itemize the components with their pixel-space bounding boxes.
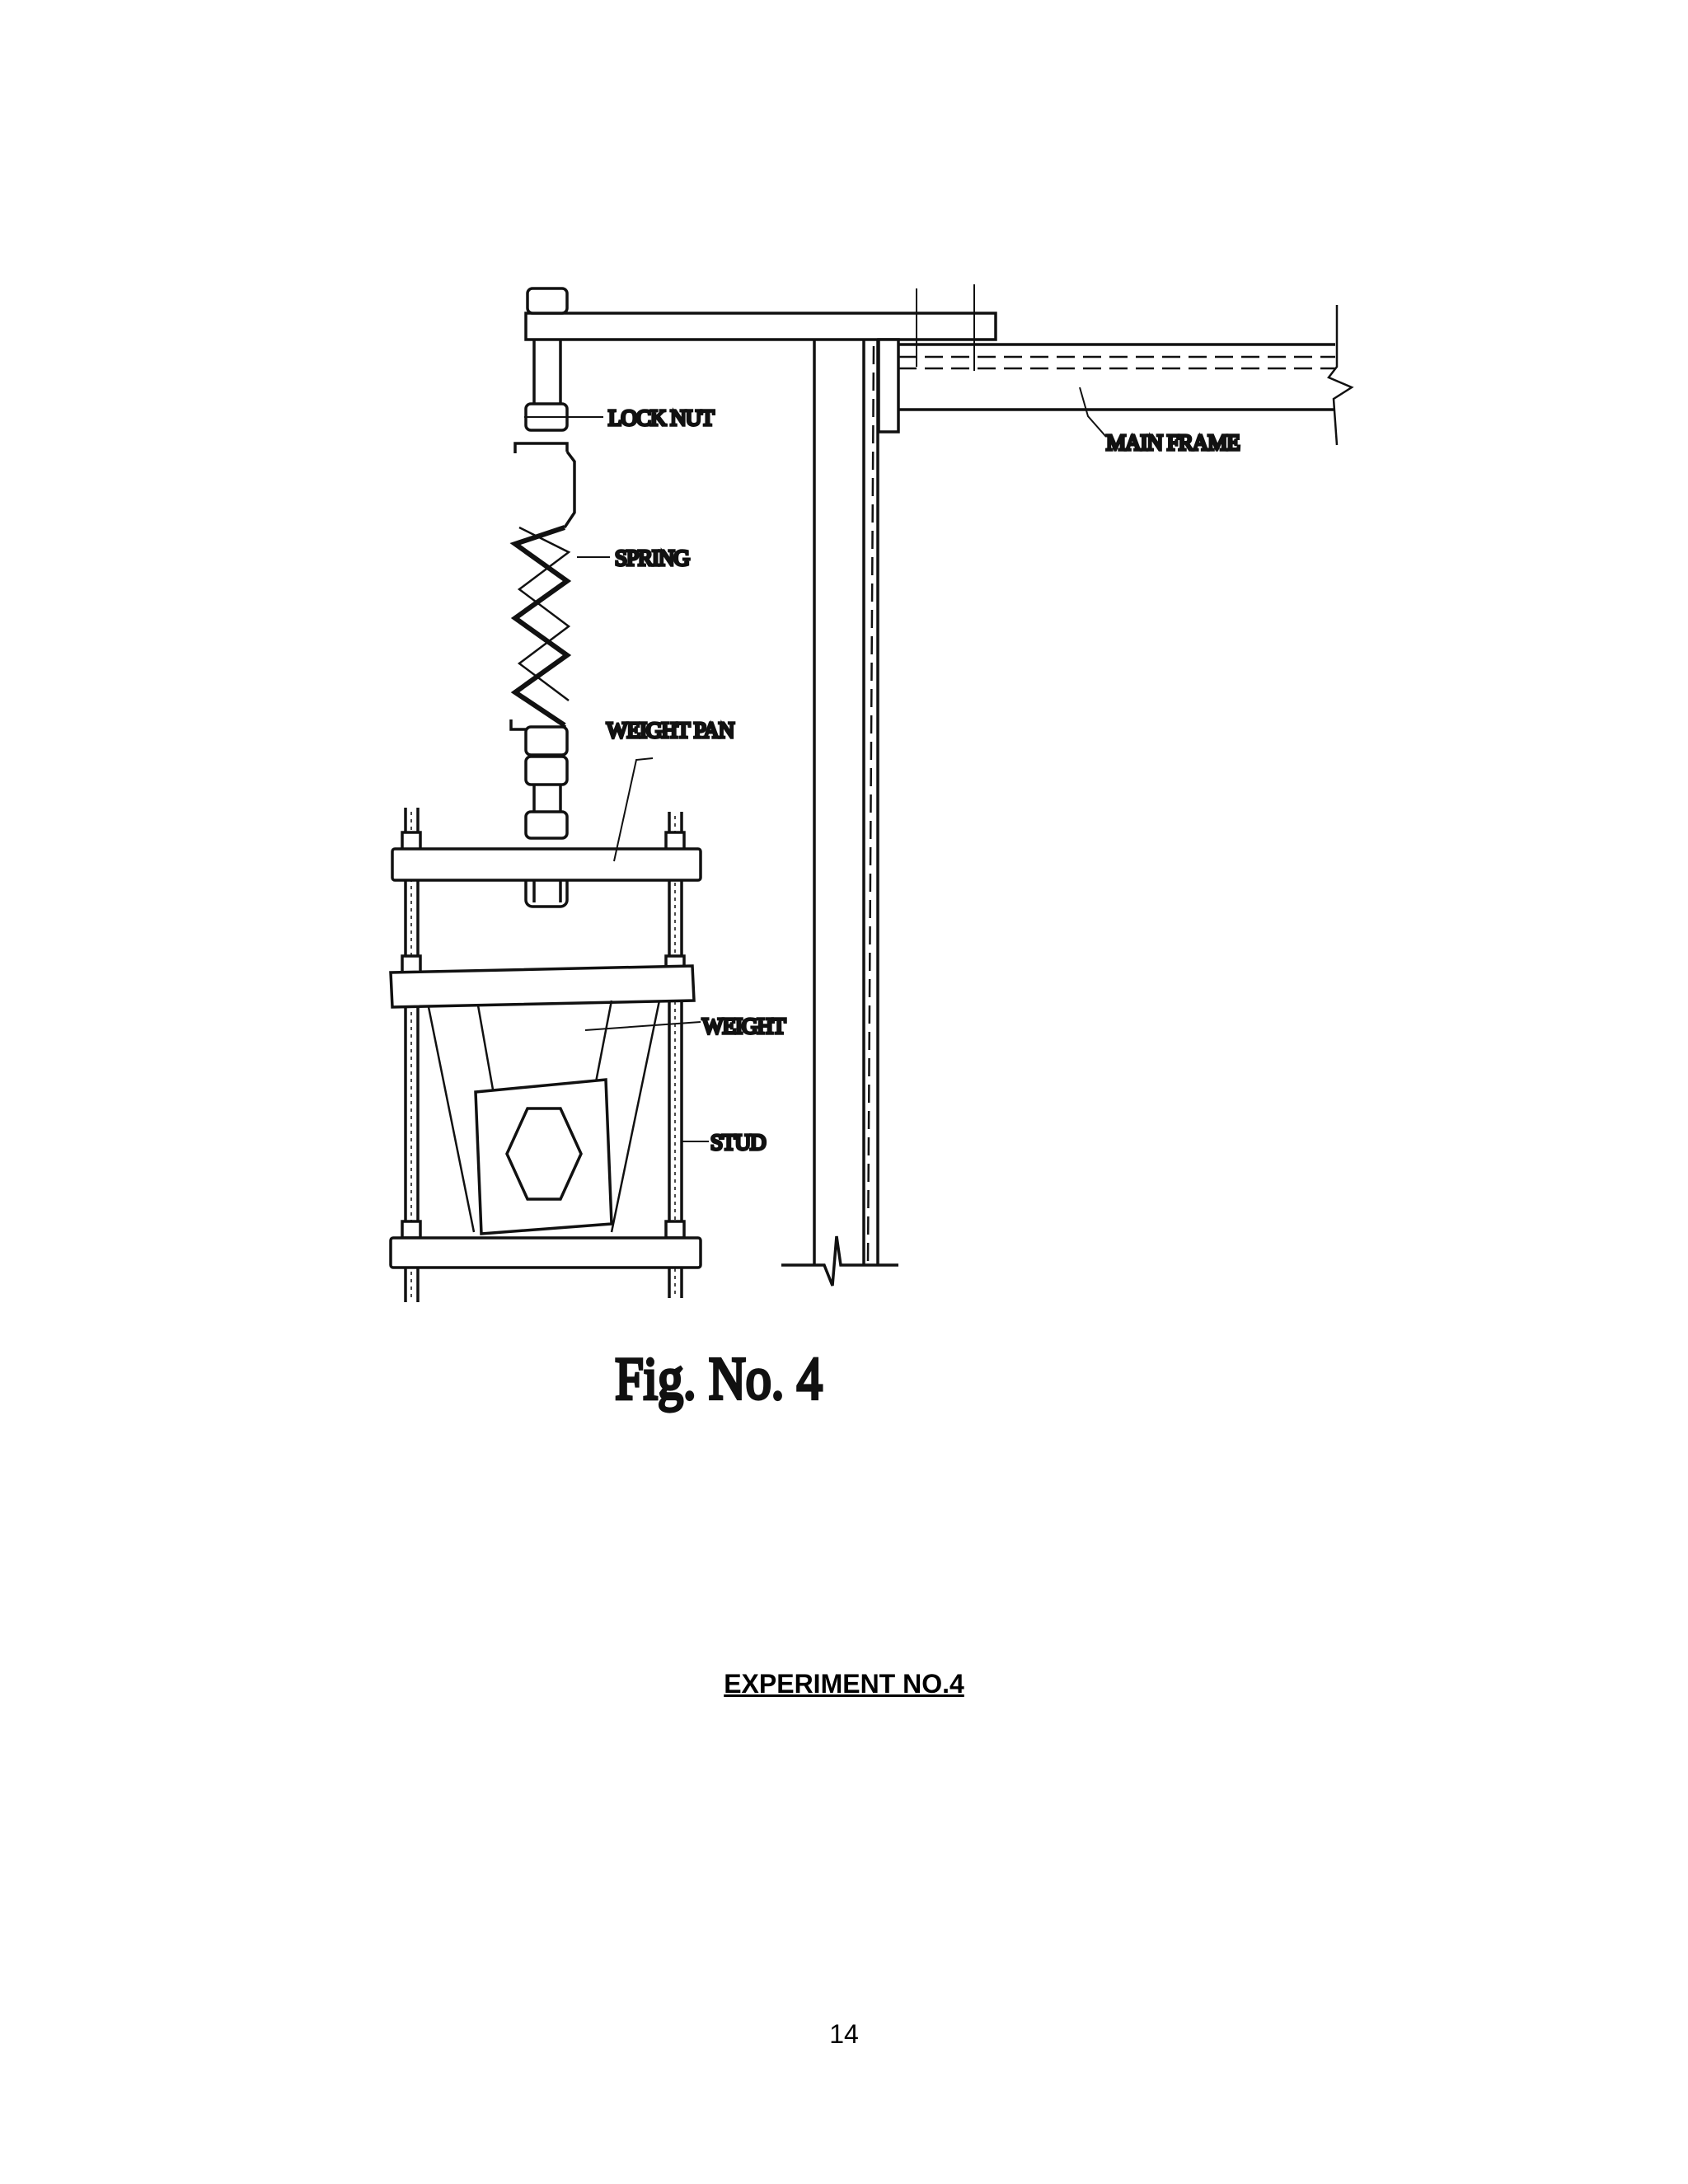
label-weight: WEIGHT [702,1014,786,1038]
vertical-column [781,338,898,1286]
label-spring: SPRING [615,546,690,570]
spring-mass-figure: LOCK NUT SPRING WEIGHT PAN WEIGHT STUD M… [389,284,1354,1413]
label-weight-pan: WEIGHT PAN [607,718,734,743]
leader-lines [567,387,1107,1142]
page-number: 14 [829,2019,859,2049]
weight-pan-assembly [389,808,702,1302]
experiment-heading: EXPERIMENT NO.4 [724,1669,964,1699]
spring-assembly [509,287,576,908]
figure-caption: Fig. No. 4 [615,1345,822,1412]
label-lock-nut: LOCK NUT [608,405,715,430]
main-frame-beam [524,284,1354,446]
label-main-frame: MAIN FRAME [1106,430,1240,455]
label-stud: STUD [710,1130,766,1155]
